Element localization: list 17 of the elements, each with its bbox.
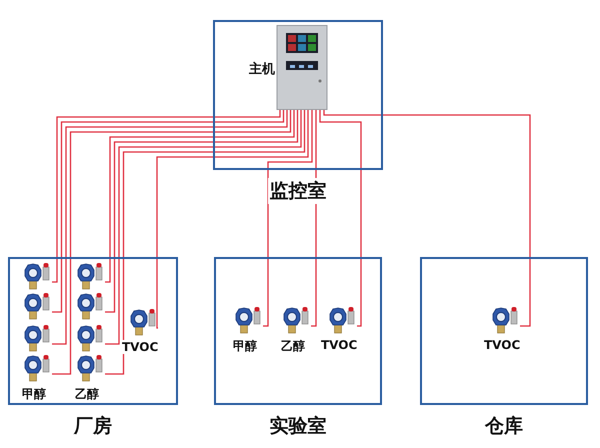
gas-label: 乙醇 [74,386,100,403]
signal-wire [105,110,295,283]
gas-label: 乙醇 [280,338,306,355]
controller-label: 主机 [248,60,276,78]
signal-wire [311,110,317,327]
gas-label: TVOC [320,338,358,352]
gas-label: 甲醇 [232,338,258,355]
gas-label: TVOC [483,338,522,352]
gas-label: 甲醇 [21,386,47,403]
signal-wire [52,110,281,283]
signal-wire [323,110,531,327]
room-label: 监控室 [268,178,328,204]
gas-label: TVOC [121,340,160,354]
signal-wire [319,110,362,327]
signal-wire [105,110,298,313]
signal-wire [263,110,313,327]
signal-wire [156,110,309,329]
